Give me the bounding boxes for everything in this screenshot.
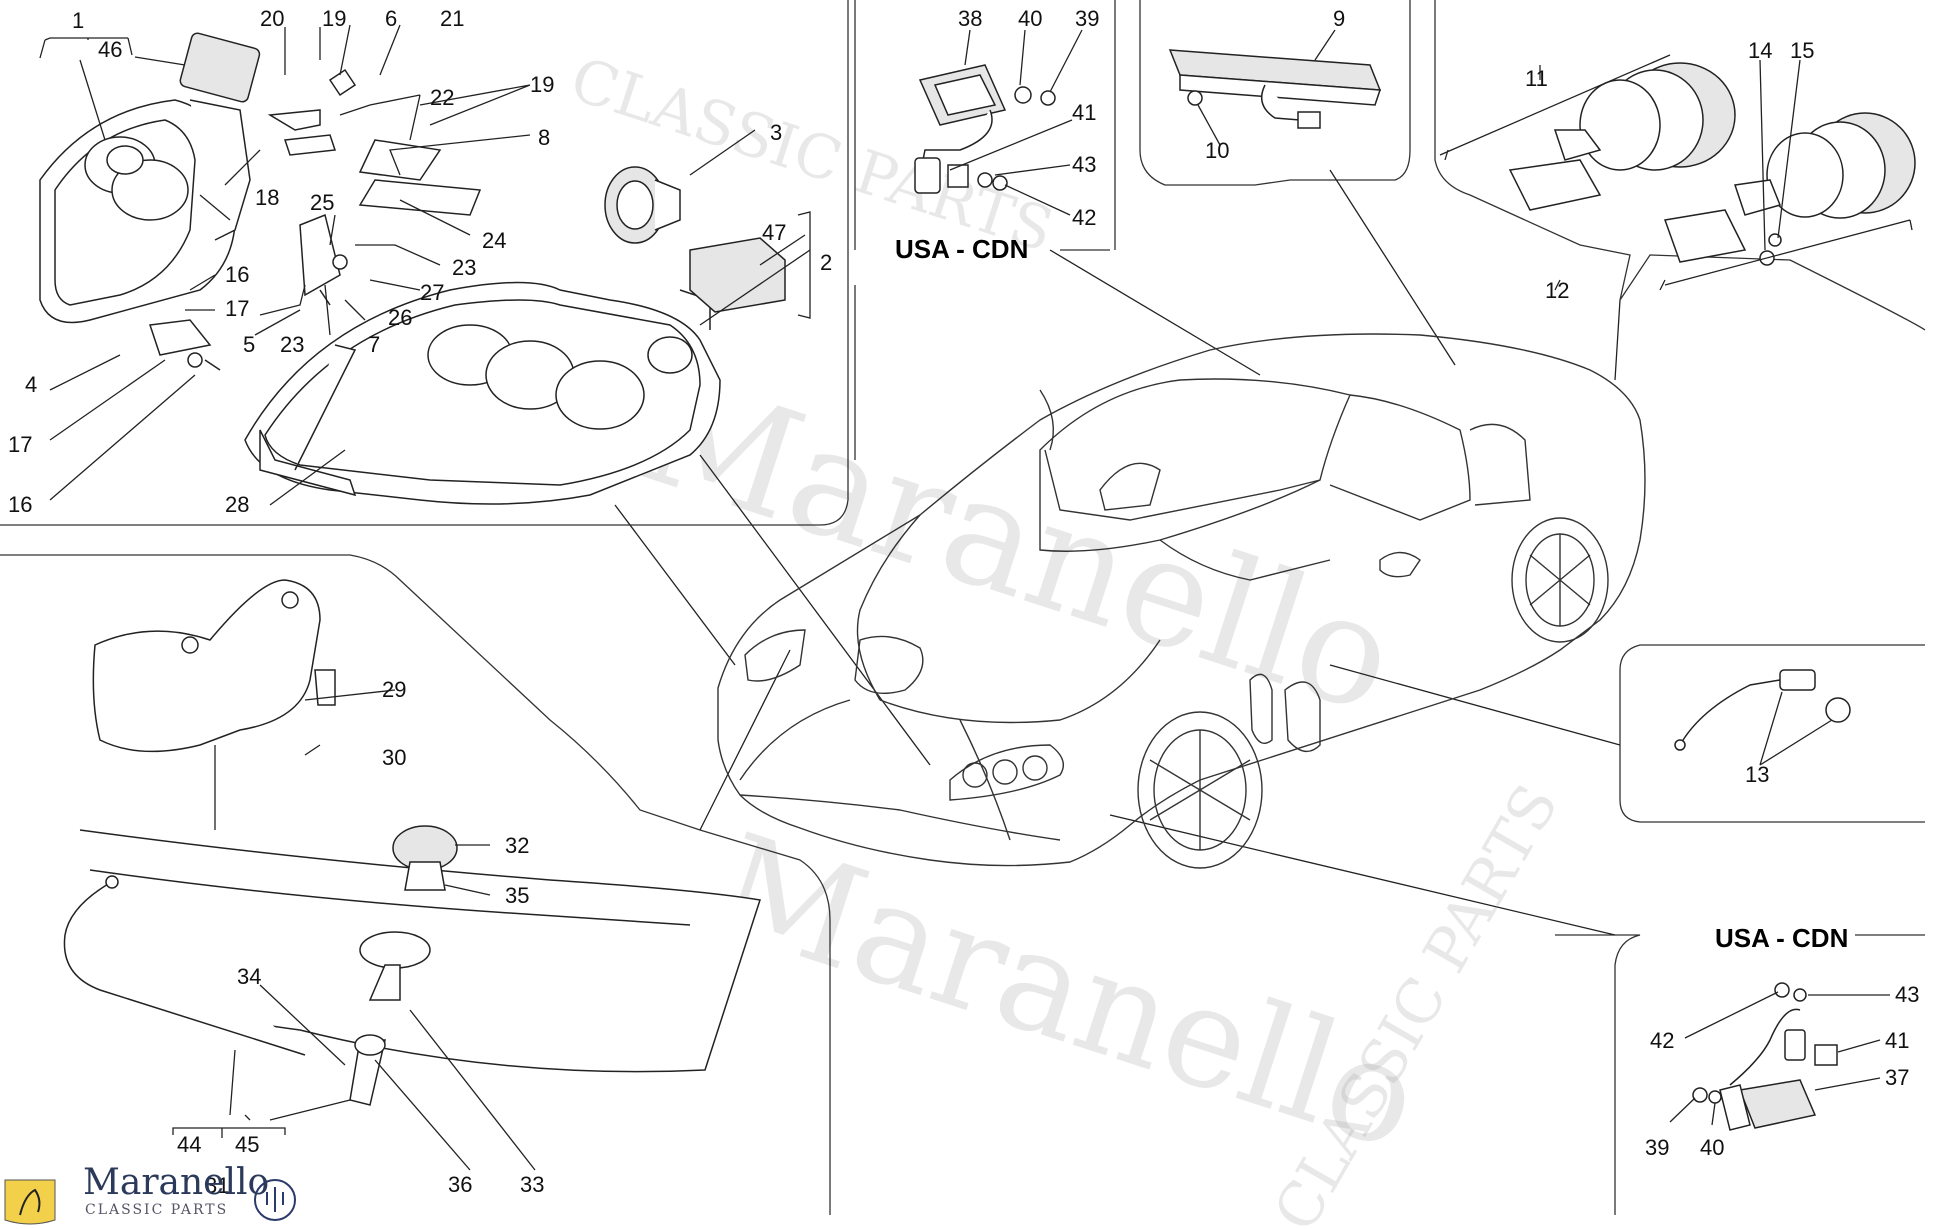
callout-40-top: 40 <box>1018 6 1042 31</box>
callout-36: 36 <box>448 1172 472 1197</box>
callout-39-bottom: 39 <box>1645 1135 1669 1160</box>
callout-32: 32 <box>505 833 529 858</box>
headlamp-washer-assembly <box>63 579 761 1171</box>
callout-12: 12 <box>1545 278 1569 303</box>
callout-1: 1 <box>72 8 84 33</box>
brand-logos <box>4 1179 296 1225</box>
brand-wordmark: Maranello CLASSIC PARTS <box>28 1162 328 1222</box>
callout-41-bottom: 41 <box>1885 1028 1909 1053</box>
horse-shield-icon <box>4 1179 56 1225</box>
callout-47: 47 <box>762 220 786 245</box>
callout-9: 9 <box>1333 6 1345 31</box>
callout-25: 25 <box>310 190 334 215</box>
callout-42-bottom: 42 <box>1650 1028 1674 1053</box>
callout-2: 2 <box>820 250 832 275</box>
callout-33: 33 <box>520 1172 544 1197</box>
leader-lines <box>614 169 1621 936</box>
callout-26: 26 <box>388 305 412 330</box>
callout-23-right: 23 <box>452 255 476 280</box>
usa-cdn-label-bottom: USA - CDN <box>1715 923 1848 953</box>
callout-37: 37 <box>1885 1065 1909 1090</box>
callout-16-bottom: 16 <box>8 492 32 517</box>
callout-23-left: 23 <box>280 332 304 357</box>
car-drawing <box>717 333 1646 869</box>
callout-labels: 1 46 20 19 6 21 22 19 8 3 18 25 24 23 27… <box>8 6 1919 1198</box>
callout-29: 29 <box>382 677 406 702</box>
usa-cdn-label-top: USA - CDN <box>895 234 1028 264</box>
side-marker-usa-top <box>914 29 1083 216</box>
callout-42-top: 42 <box>1072 205 1096 230</box>
callout-43-bottom: 43 <box>1895 982 1919 1007</box>
panel-outlines <box>0 0 1926 1215</box>
brand-name: Maranello <box>83 1162 270 1203</box>
callout-4: 4 <box>25 372 37 397</box>
callout-41-top: 41 <box>1072 100 1096 125</box>
callout-21: 21 <box>440 6 464 31</box>
callout-19-top: 19 <box>322 6 346 31</box>
callout-19-right: 19 <box>530 72 554 97</box>
callout-24: 24 <box>482 228 506 253</box>
callout-22: 22 <box>430 85 454 110</box>
watermark-text: Maranello <box>623 342 1415 747</box>
connector-13 <box>1674 669 1851 766</box>
callout-leaders-top-left <box>39 24 811 506</box>
callout-15: 15 <box>1790 38 1814 63</box>
callout-44: 44 <box>177 1132 201 1157</box>
third-brake-light <box>1168 29 1382 146</box>
callout-10: 10 <box>1205 138 1229 163</box>
brand-subtitle: CLASSIC PARTS <box>85 1202 229 1218</box>
callout-17-top: 17 <box>225 296 249 321</box>
callout-20: 20 <box>260 6 284 31</box>
callout-40-bottom: 40 <box>1700 1135 1724 1160</box>
callout-39-top: 39 <box>1075 6 1099 31</box>
callout-35: 35 <box>505 883 529 908</box>
side-marker-usa-bottom <box>1669 982 1890 1131</box>
callout-13: 13 <box>1745 762 1769 787</box>
callout-16-top: 16 <box>225 262 249 287</box>
callout-43-top: 43 <box>1072 152 1096 177</box>
headlamp-assembly-left <box>39 32 786 505</box>
fog-lamp-assembly <box>1439 54 1916 291</box>
callout-14: 14 <box>1748 38 1772 63</box>
callout-27: 27 <box>420 280 444 305</box>
callout-3: 3 <box>770 120 782 145</box>
callout-11: 11 <box>1525 66 1548 91</box>
callout-8: 8 <box>538 125 550 150</box>
callout-30: 30 <box>382 745 406 770</box>
callout-5: 5 <box>243 332 255 357</box>
callout-18: 18 <box>255 185 279 210</box>
callout-28: 28 <box>225 492 249 517</box>
callout-34: 34 <box>237 964 261 989</box>
callout-6: 6 <box>385 6 397 31</box>
callout-45: 45 <box>235 1132 259 1157</box>
callout-38: 38 <box>958 6 982 31</box>
callout-7: 7 <box>368 332 380 357</box>
callout-46: 46 <box>98 37 122 62</box>
callout-31: 31 <box>205 1173 229 1198</box>
callout-17-bottom: 17 <box>8 432 32 457</box>
